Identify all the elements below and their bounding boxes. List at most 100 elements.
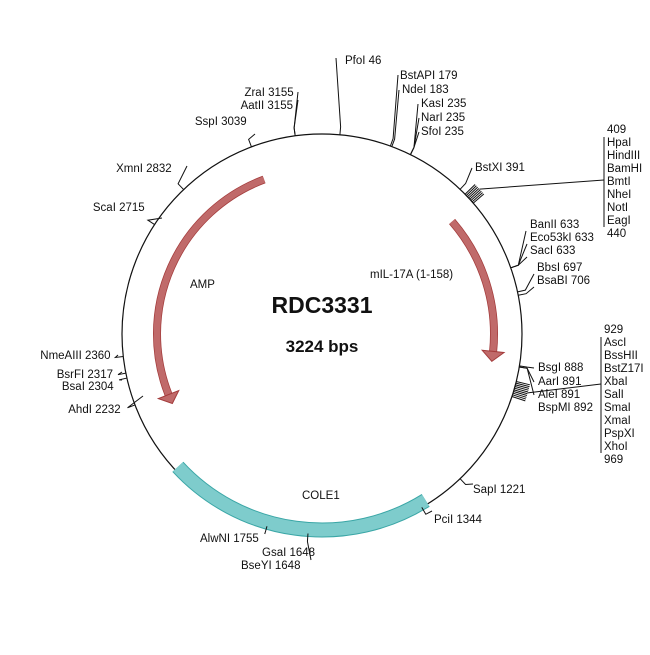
feature-arrow-shaft <box>449 219 498 352</box>
site-marker: AhdI 2232 <box>68 395 144 416</box>
mcs-enzyme-label: EagI <box>607 215 631 227</box>
mcs-tick <box>470 190 482 201</box>
mcs-enzyme-label: PspXI <box>604 428 635 440</box>
site-marker: ZraI 3155 <box>244 87 299 136</box>
site-leader-line <box>409 131 420 155</box>
feature-cole1 <box>173 462 430 537</box>
feature-label-cole1: COLE1 <box>302 490 340 502</box>
mcs-tick <box>511 395 526 402</box>
site-label: NarI 235 <box>421 112 465 124</box>
mcs-tick <box>469 189 481 200</box>
site-leader-line <box>335 57 342 135</box>
site-label: BseYI 1648 <box>241 560 300 572</box>
mcs-start-label: 409 <box>607 124 626 136</box>
site-marker: NmeAIII 2360 <box>40 350 124 362</box>
site-label: ZraI 3155 <box>244 87 293 99</box>
site-label: BsrFI 2317 <box>57 369 113 381</box>
site-marker: XmnI 2832 <box>116 163 188 190</box>
mcs-tick <box>514 386 529 391</box>
mcs-enzyme-label: HindIII <box>607 150 640 162</box>
site-leader-line <box>519 366 535 396</box>
mcs-enzyme-label: BstZ17I <box>604 363 644 375</box>
site-label: Eco53kI 633 <box>530 232 594 244</box>
mcs-tick <box>515 382 530 388</box>
site-marker: BseYI 1648 <box>241 560 300 572</box>
mcs-tick <box>467 186 478 198</box>
mcs-enzyme-label: XbaI <box>604 376 628 388</box>
site-leader-line <box>119 377 128 381</box>
site-label: ScaI 2715 <box>93 202 145 214</box>
site-marker: BsrFI 2317 <box>57 369 126 381</box>
site-leader-line <box>510 230 527 269</box>
site-label: NdeI 183 <box>402 84 449 96</box>
site-label: NmeAIII 2360 <box>40 350 110 362</box>
mcs-enzyme-label: SmaI <box>604 402 631 414</box>
mcs-tick <box>465 185 477 196</box>
site-leader-line <box>517 273 535 293</box>
site-label: BstAPI 179 <box>400 70 458 82</box>
site-marker: BsaI 2304 <box>62 377 128 393</box>
site-label: PfoI 46 <box>345 55 381 67</box>
site-marker: BspMI 892 <box>538 402 593 414</box>
site-leader-line <box>306 533 312 561</box>
mcs-enzyme-label: BssHII <box>604 350 638 362</box>
plasmid-name: RDC3331 <box>272 292 373 318</box>
mcs-start-label: 929 <box>604 324 623 336</box>
site-leader-line <box>177 165 188 190</box>
mcs-enzyme-label: BamHI <box>607 163 642 175</box>
site-label: BanII 633 <box>530 219 579 231</box>
mcs-tick <box>468 188 480 199</box>
site-label: AarI 891 <box>538 376 581 388</box>
site-leader-line <box>293 91 299 136</box>
site-label: BsgI 888 <box>538 362 583 374</box>
site-label: BsaI 2304 <box>62 381 114 393</box>
mcs-group: 929AscIBssHIIBstZ17IXbaISalISmaIXmaIPspX… <box>511 324 644 466</box>
site-leader-line <box>127 395 144 409</box>
site-marker: BstXI 391 <box>459 162 525 190</box>
site-leader-line <box>113 354 124 359</box>
mcs-tick <box>514 387 529 393</box>
site-marker: BsaBI 706 <box>518 275 590 296</box>
feature-arrow-head <box>480 349 506 363</box>
feature-arrow-head <box>156 389 180 405</box>
mcs-tick <box>513 389 528 395</box>
mcs-tick <box>471 192 483 203</box>
site-leader-line <box>389 74 399 147</box>
mcs-end-label: 440 <box>607 228 626 240</box>
mcs-tick <box>515 384 530 389</box>
site-leader-line <box>146 217 163 226</box>
site-label: KasI 235 <box>421 98 466 110</box>
site-marker: NdeI 183 <box>391 84 449 147</box>
mcs-enzyme-label: XmaI <box>604 415 631 427</box>
site-marker: PfoI 46 <box>335 55 381 135</box>
mcs-leader-line <box>527 383 602 394</box>
site-label: SspI 3039 <box>195 116 247 128</box>
site-leader-line <box>518 286 535 296</box>
feature-label-mil17a: mIL-17A (1-158) <box>370 269 453 281</box>
site-label: BbsI 697 <box>537 262 582 274</box>
site-leader-line <box>421 507 433 515</box>
site-leader-line <box>519 366 535 383</box>
site-label: BspMI 892 <box>538 402 593 414</box>
site-leader-line <box>510 256 528 269</box>
site-marker: AatII 3155 <box>241 99 299 136</box>
feature-label-amp: AMP <box>190 279 215 291</box>
feature-arrow-shaft <box>153 176 266 396</box>
site-leader-line <box>117 371 126 376</box>
site-label: GsaI 1648 <box>262 547 315 559</box>
site-marker: SfoI 235 <box>409 126 464 155</box>
site-label: XmnI 2832 <box>116 163 172 175</box>
site-marker: SacI 633 <box>510 245 575 269</box>
site-marker: SspI 3039 <box>195 116 256 148</box>
mcs-enzyme-label: NheI <box>607 189 631 201</box>
mcs-enzyme-label: BmtI <box>607 176 631 188</box>
mcs-enzyme-label: SalI <box>604 389 624 401</box>
mcs-leader-line <box>479 179 605 190</box>
mcs-tick <box>512 394 527 400</box>
mcs-enzyme-label: AscI <box>604 337 626 349</box>
site-label: AlwNI 1755 <box>200 533 259 545</box>
site-marker: AlwNI 1755 <box>200 526 268 545</box>
site-label: BsaBI 706 <box>537 275 590 287</box>
